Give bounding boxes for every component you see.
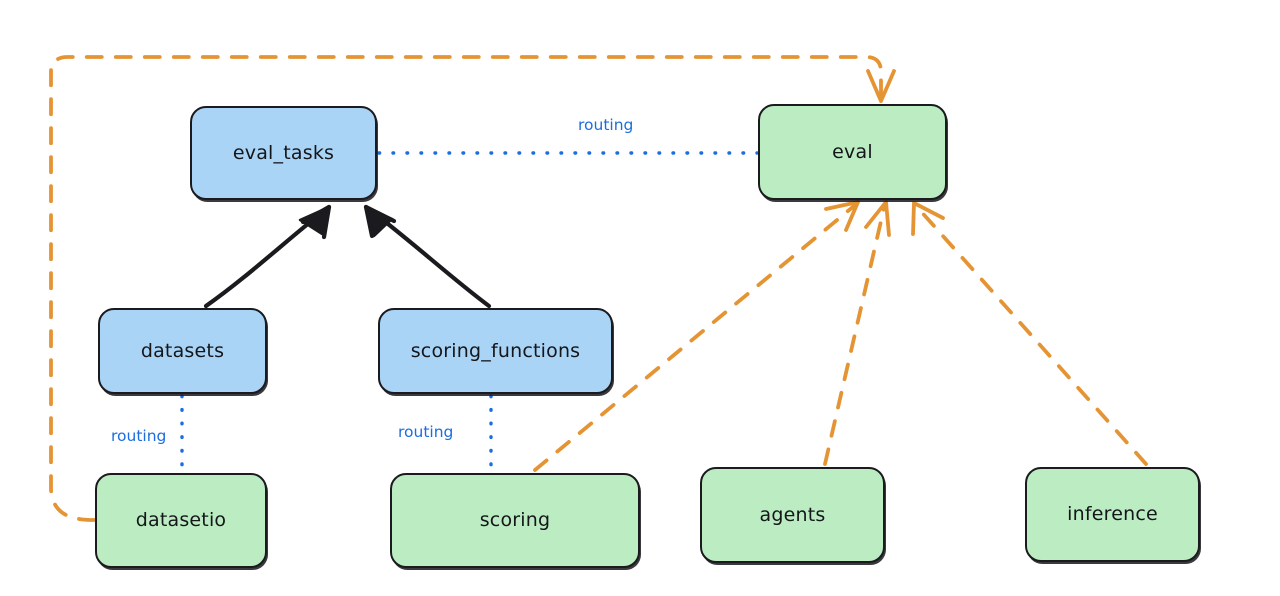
node-label-scoring: scoring [479, 509, 551, 532]
edge-datasets-eval_tasks [203, 204, 332, 309]
edge-label-routing-scoring_functions-scoring: routing [398, 423, 454, 441]
edge-agents-eval [823, 200, 891, 466]
node-label-eval-tasks: eval_tasks [232, 141, 335, 164]
node-scoring[interactable]: scoring [390, 473, 640, 568]
edge-scoring_functions-eval_tasks [363, 204, 492, 309]
node-agents[interactable]: agents [700, 467, 885, 563]
node-label-datasetio: datasetio [135, 509, 227, 532]
node-eval[interactable]: eval [758, 104, 947, 200]
node-eval-tasks[interactable]: eval_tasks [190, 106, 377, 200]
edge-label-routing-eval_tasks-eval: routing [578, 116, 634, 134]
node-datasetio[interactable]: datasetio [95, 473, 267, 568]
node-label-scoring-functions: scoring_functions [410, 339, 581, 362]
node-inference[interactable]: inference [1025, 467, 1200, 562]
node-datasets[interactable]: datasets [98, 308, 267, 394]
node-label-datasets: datasets [140, 339, 225, 362]
node-label-inference: inference [1067, 503, 1158, 526]
edge-inference-eval [911, 201, 1148, 466]
node-label-eval: eval [832, 140, 873, 163]
node-scoring-functions[interactable]: scoring_functions [378, 308, 613, 394]
edge-label-routing-datasets-datasetio: routing [111, 427, 167, 445]
node-label-agents: agents [759, 503, 826, 526]
